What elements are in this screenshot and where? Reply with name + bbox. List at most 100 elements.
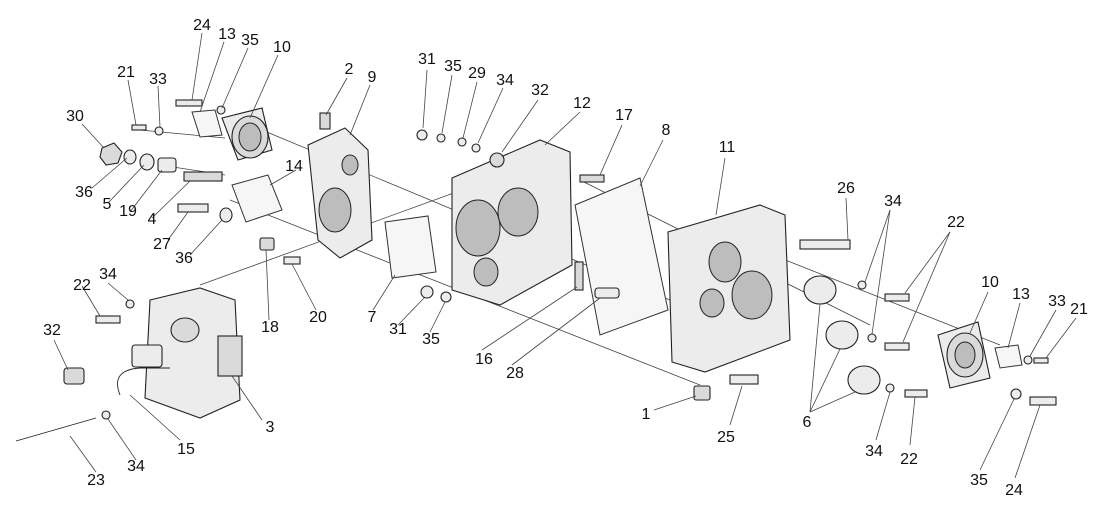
callout-26[interactable]: 26 xyxy=(837,180,855,197)
callout-32-top[interactable]: 32 xyxy=(531,82,549,99)
callout-33-right[interactable]: 33 xyxy=(1048,293,1066,310)
callout-34-lower[interactable]: 34 xyxy=(127,458,145,475)
callout-28[interactable]: 28 xyxy=(506,365,524,382)
bolt-22-r2 xyxy=(884,342,910,351)
callout-23[interactable]: 23 xyxy=(87,472,105,489)
callout-30[interactable]: 30 xyxy=(66,108,84,125)
plug-2 xyxy=(319,112,331,130)
callout-35-top[interactable]: 35 xyxy=(241,32,259,49)
callout-34-top[interactable]: 34 xyxy=(496,72,514,89)
callout-24-top[interactable]: 24 xyxy=(193,17,211,34)
housing-11[interactable] xyxy=(667,204,791,401)
rod-23 xyxy=(15,417,97,442)
callout-21-top[interactable]: 21 xyxy=(117,64,135,81)
callout-18[interactable]: 18 xyxy=(261,319,279,336)
callout-29[interactable]: 29 xyxy=(468,65,486,82)
callout-27[interactable]: 27 xyxy=(153,236,171,253)
washer-36-upper xyxy=(123,149,137,165)
nut-30 xyxy=(99,142,123,166)
right-cover-assembly[interactable] xyxy=(937,321,1057,406)
leader-1 xyxy=(653,395,697,411)
callout-22-left[interactable]: 22 xyxy=(73,277,91,294)
leader-19 xyxy=(129,169,163,213)
pump-assembly[interactable] xyxy=(15,287,243,442)
callout-6[interactable]: 6 xyxy=(802,414,812,431)
callout-12[interactable]: 12 xyxy=(573,95,591,112)
callout-34-right-lower[interactable]: 34 xyxy=(865,443,883,460)
callout-33-top[interactable]: 33 xyxy=(149,71,167,88)
housing-9-assembly[interactable] xyxy=(307,112,373,259)
callout-35-lower[interactable]: 35 xyxy=(422,331,440,348)
housing-9-bore xyxy=(318,187,352,233)
left-cover-assembly[interactable] xyxy=(131,99,273,161)
callout-10-right[interactable]: 10 xyxy=(981,274,999,291)
leader-6-a xyxy=(809,303,821,413)
callout-10-top[interactable]: 10 xyxy=(273,39,291,56)
bolt-27 xyxy=(177,203,209,213)
callout-24-lower[interactable]: 24 xyxy=(1005,482,1023,499)
gasket-8[interactable] xyxy=(574,177,669,336)
callout-4[interactable]: 4 xyxy=(147,211,157,228)
callout-3[interactable]: 3 xyxy=(265,419,275,436)
shims-16-28[interactable] xyxy=(420,261,620,303)
nut-31-lower xyxy=(420,285,434,299)
callout-25[interactable]: 25 xyxy=(717,429,735,446)
callout-21-right[interactable]: 21 xyxy=(1070,301,1088,318)
stud-4 xyxy=(183,171,223,182)
pump-head xyxy=(170,317,200,343)
covers-6-assembly[interactable] xyxy=(799,239,928,398)
callout-31-top[interactable]: 31 xyxy=(418,51,436,68)
cover-plate-14[interactable] xyxy=(231,174,283,223)
callout-35-right[interactable]: 35 xyxy=(970,472,988,489)
leader-27 xyxy=(167,211,189,241)
callout-1[interactable]: 1 xyxy=(641,406,651,423)
callout-16[interactable]: 16 xyxy=(475,351,493,368)
sleeve-20 xyxy=(283,256,301,265)
callout-2[interactable]: 2 xyxy=(344,61,354,78)
callout-20[interactable]: 20 xyxy=(309,309,327,326)
leader-23 xyxy=(69,435,97,473)
leader-17 xyxy=(599,124,623,176)
callout-34-left[interactable]: 34 xyxy=(99,266,117,283)
bolt-24-upper xyxy=(175,99,203,107)
callout-32-lower[interactable]: 32 xyxy=(43,322,61,339)
left-shaft-parts[interactable] xyxy=(99,142,233,223)
leader-34-left xyxy=(107,282,129,301)
leader-22-r2 xyxy=(902,231,951,343)
nut-31-top xyxy=(416,129,428,141)
washer-34-r2 xyxy=(867,333,877,343)
leader-7 xyxy=(372,274,396,311)
leader-10-right xyxy=(969,291,989,334)
leader-20 xyxy=(291,263,317,311)
leader-21-right xyxy=(1045,317,1077,359)
leader-26 xyxy=(845,197,849,241)
housing-9-port xyxy=(341,154,359,176)
callout-5[interactable]: 5 xyxy=(102,196,112,213)
callout-14[interactable]: 14 xyxy=(285,158,303,175)
callout-9[interactable]: 9 xyxy=(367,69,377,86)
callout-22-right-lower[interactable]: 22 xyxy=(900,451,918,468)
callout-34-right-top[interactable]: 34 xyxy=(884,193,902,210)
spacer-19 xyxy=(157,157,177,173)
callout-31-lower[interactable]: 31 xyxy=(389,321,407,338)
callout-13-right[interactable]: 13 xyxy=(1012,286,1030,303)
callout-35-top-b[interactable]: 35 xyxy=(444,58,462,75)
callout-15[interactable]: 15 xyxy=(177,441,195,458)
callout-36-upper[interactable]: 36 xyxy=(75,184,93,201)
callout-22-right-top[interactable]: 22 xyxy=(947,214,965,231)
callout-17[interactable]: 17 xyxy=(615,107,633,124)
callout-8[interactable]: 8 xyxy=(661,122,671,139)
gasket-7[interactable] xyxy=(384,215,437,279)
leader-24-lower xyxy=(1014,404,1041,479)
callout-19[interactable]: 19 xyxy=(119,203,137,220)
callout-7[interactable]: 7 xyxy=(367,309,377,326)
plug-1 xyxy=(693,385,711,401)
callout-36-lower[interactable]: 36 xyxy=(175,250,193,267)
callout-11[interactable]: 11 xyxy=(718,139,736,156)
bolt-21-lower xyxy=(1033,357,1049,364)
leader-5 xyxy=(107,164,145,204)
callout-13-top[interactable]: 13 xyxy=(218,26,236,43)
leader-3 xyxy=(231,375,263,421)
washer-35-lower xyxy=(440,291,452,303)
main-housing-12[interactable] xyxy=(416,129,605,306)
